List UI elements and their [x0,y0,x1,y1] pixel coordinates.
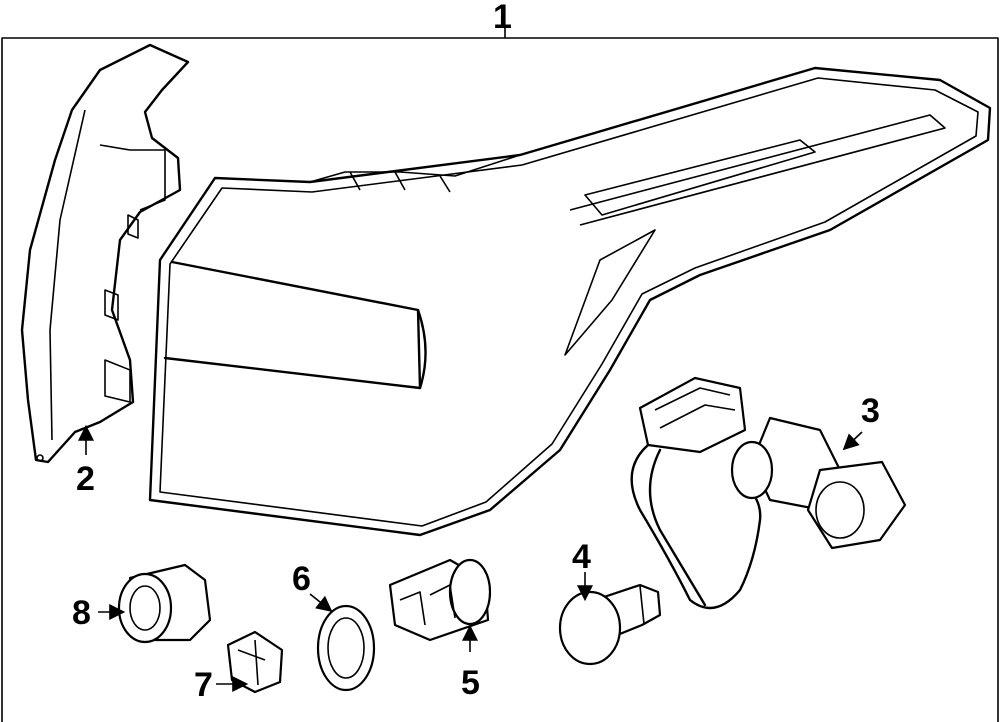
callout-7: 7 [194,666,213,704]
seal-ring [316,604,376,692]
callout-8: 8 [72,594,91,632]
tail-lamp-housing [148,66,992,537]
callout-1: 1 [493,0,512,36]
socket-harness [630,376,907,610]
callout-6: 6 [292,560,311,598]
assembly-frame [1,28,999,722]
leader-arrows [78,424,863,692]
callout-5: 5 [461,664,480,702]
bulb-socket [388,558,492,642]
clip [226,630,284,694]
grommet [117,563,212,644]
callout-4: 4 [572,538,591,576]
callout-3: 3 [861,392,880,430]
side-bracket [20,43,190,464]
bulb [558,583,662,666]
callout-2: 2 [76,460,95,498]
